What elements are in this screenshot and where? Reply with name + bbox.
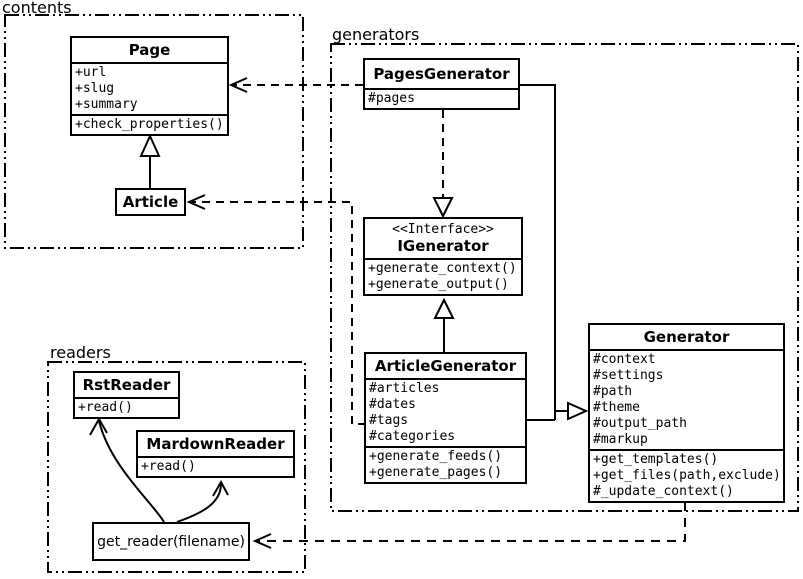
- method: +generate_context(): [368, 261, 517, 276]
- attribute: +summary: [75, 97, 138, 112]
- class-igenerator: <<Interface>> IGenerator +generate_conte…: [363, 217, 523, 296]
- contents-package-border: [4, 14, 304, 249]
- class-title-mardownreader: MardownReader: [146, 435, 285, 453]
- readers-package-border: [47, 361, 306, 573]
- attribute: #pages: [368, 91, 415, 106]
- class-mardownreader: MardownReader +read(): [136, 430, 295, 478]
- attribute: #theme: [593, 400, 640, 415]
- dependency-arrow-generator-to-getreader: [252, 502, 686, 549]
- page-attributes: +url +slug +summary: [72, 62, 227, 114]
- attribute: #dates: [369, 397, 416, 412]
- attribute: #categories: [369, 429, 456, 444]
- stereotype-label: <<Interface>>: [392, 222, 494, 237]
- generators-package-border: [330, 43, 799, 512]
- class-title-articlegenerator: ArticleGenerator: [374, 357, 517, 375]
- method: +generate_output(): [368, 277, 509, 292]
- attribute: +url: [75, 65, 107, 80]
- package-label-readers: readers: [50, 343, 111, 362]
- generator-methods: +get_templates() +get_files(path,exclude…: [590, 449, 783, 501]
- attribute: #path: [593, 384, 633, 399]
- method: +generate_feeds(): [369, 449, 503, 464]
- method: +generate_pages(): [369, 465, 503, 480]
- inheritance-arrow-generators-to-generator: [520, 84, 589, 421]
- igenerator-methods: +generate_context() +generate_output(): [365, 258, 521, 294]
- dependency-arrow-articlegenerator-to-article: [186, 194, 366, 425]
- method: +read(): [141, 459, 196, 474]
- package-label-generators: generators: [332, 25, 420, 44]
- attribute: #markup: [593, 432, 648, 447]
- class-rstreader: RstReader +read(): [73, 371, 180, 419]
- dependency-arrow-pagesgenerator-to-page: [228, 77, 363, 93]
- package-label-contents: contents: [2, 0, 72, 17]
- mardownreader-methods: +read(): [138, 456, 293, 476]
- method: #_update_context(): [593, 484, 734, 499]
- class-articlegenerator: ArticleGenerator #articles #dates #tags …: [364, 352, 527, 484]
- articlegenerator-methods: +generate_feeds() +generate_pages(): [366, 446, 525, 482]
- get-reader-label: get_reader(filename): [97, 533, 245, 550]
- attribute: #articles: [369, 381, 440, 396]
- method: +check_properties(): [75, 117, 224, 132]
- generator-attributes: #context #settings #path #theme #output_…: [590, 349, 783, 449]
- pagesgenerator-attributes: #pages: [365, 88, 518, 108]
- class-title-article: Article: [122, 193, 179, 211]
- class-title-page: Page: [128, 41, 171, 59]
- class-article: Article: [115, 188, 186, 216]
- inheritance-arrow-article-to-page: [139, 133, 161, 188]
- articlegenerator-attributes: #articles #dates #tags #categories: [366, 378, 525, 446]
- class-title-rstreader: RstReader: [82, 376, 171, 394]
- attribute: #tags: [369, 413, 409, 428]
- method: +read(): [78, 400, 133, 415]
- arrow-getreader-to-rstreader: [89, 416, 165, 523]
- realization-arrow-pagesgenerator-to-igenerator: [432, 110, 454, 219]
- class-title-pagesgenerator: PagesGenerator: [373, 65, 510, 83]
- attribute: +slug: [75, 81, 115, 96]
- inheritance-arrow-articlegenerator-to-igenerator: [433, 297, 455, 352]
- igenerator-header: <<Interface>> IGenerator: [365, 219, 521, 258]
- page-methods: +check_properties(): [72, 114, 227, 134]
- rstreader-methods: +read(): [75, 397, 178, 417]
- method: +get_templates(): [593, 452, 719, 467]
- attribute: #settings: [593, 368, 664, 383]
- attribute: #context: [593, 352, 656, 367]
- class-title-igenerator: IGenerator: [397, 237, 489, 255]
- method: +get_files(path,exclude): [593, 468, 781, 483]
- class-pagesgenerator: PagesGenerator #pages: [363, 58, 520, 110]
- get-reader-box: get_reader(filename): [92, 522, 250, 561]
- class-page: Page +url +slug +summary +check_properti…: [70, 36, 229, 136]
- attribute: #output_path: [593, 416, 687, 431]
- arrow-getreader-to-mardownreader: [176, 479, 229, 523]
- class-title-generator: Generator: [643, 328, 730, 346]
- class-generator: Generator #context #settings #path #them…: [588, 323, 785, 503]
